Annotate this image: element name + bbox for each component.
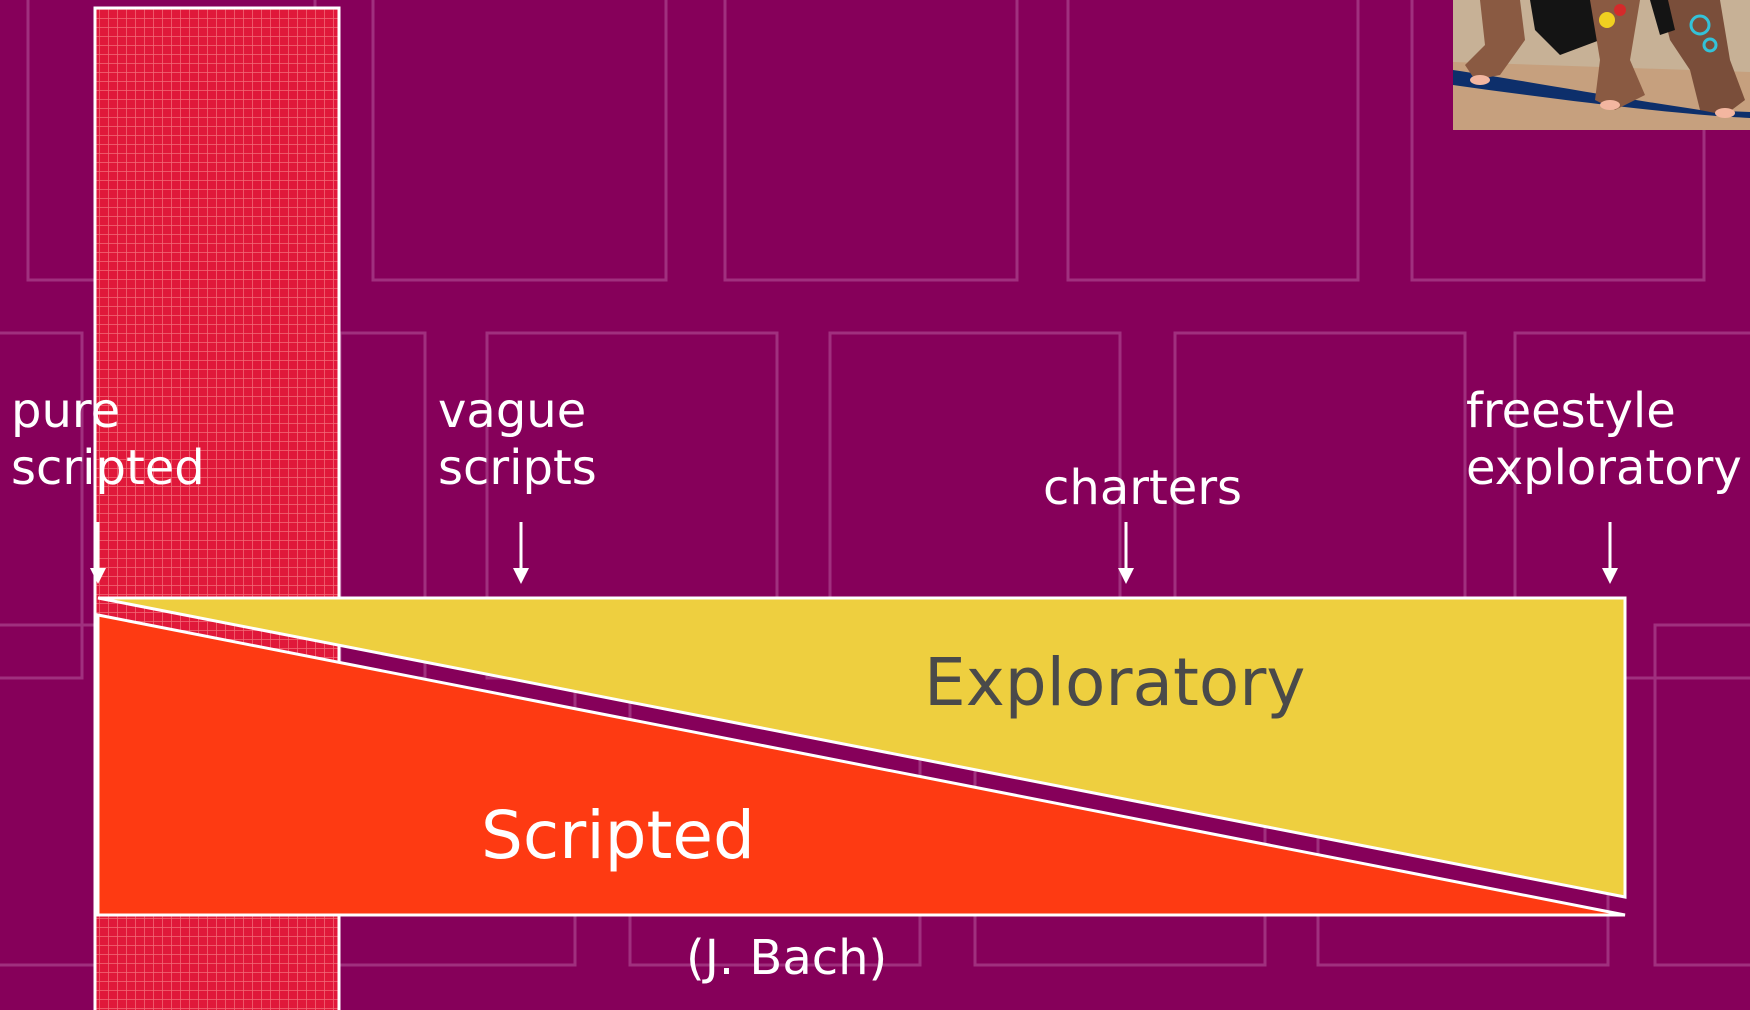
- arrow-head-freestyle-exploratory: [1602, 568, 1618, 584]
- scripted-label: Scripted: [481, 797, 755, 874]
- exploratory-label: Exploratory: [924, 644, 1306, 721]
- arrow-head-charters: [1118, 568, 1134, 584]
- scripted-region: [96, 613, 1626, 917]
- credit-text: (J. Bach): [686, 930, 888, 986]
- label-pure-scripted: pure scripted: [11, 383, 205, 496]
- exploratory-region: [97, 596, 1627, 899]
- label-freestyle-exploratory: freestyle exploratory: [1466, 383, 1742, 496]
- marker-arrows: [90, 522, 1618, 584]
- dog-illustration: [1453, 0, 1750, 130]
- arrow-head-pure-scripted: [90, 568, 106, 584]
- label-vague-scripts: vague scripts: [438, 383, 597, 496]
- arrow-head-vague-scripts: [513, 568, 529, 584]
- label-charters: charters: [1043, 460, 1243, 516]
